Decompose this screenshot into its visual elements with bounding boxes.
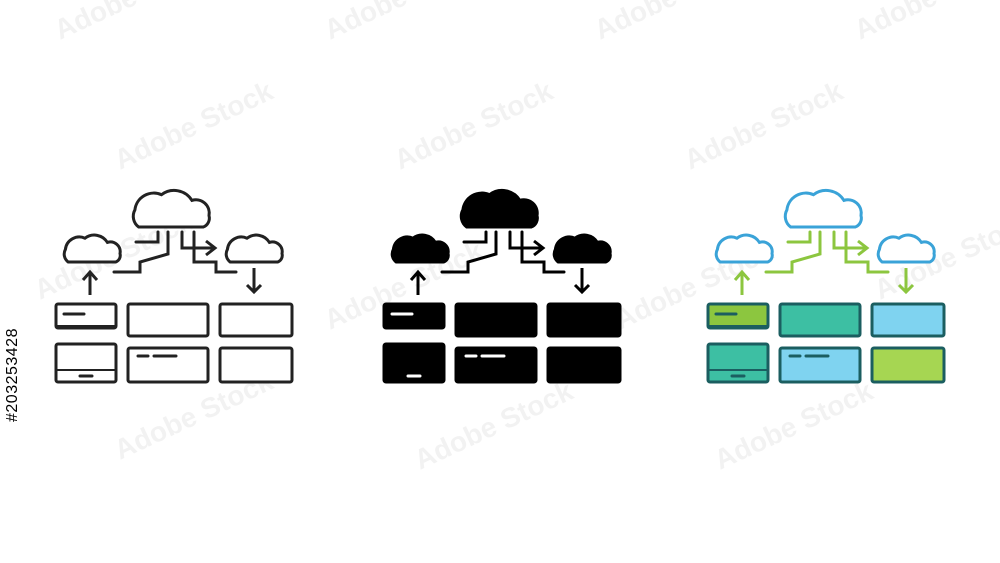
cloud-large-icon <box>459 188 539 229</box>
server-block <box>382 302 446 330</box>
cloud-left-icon <box>390 233 450 264</box>
watermark-text: Adobe Stock <box>389 75 558 176</box>
arrow-up-icon <box>733 269 751 295</box>
connector-line <box>844 230 890 274</box>
arrow-down-icon <box>245 268 263 295</box>
server-block <box>706 342 770 384</box>
arrow-up-icon <box>81 269 99 295</box>
watermark-text: Adobe Stock <box>109 75 278 176</box>
watermark-text: Adobe Stock <box>849 0 1000 45</box>
server-block <box>218 346 294 384</box>
cloud-large-icon <box>131 188 211 229</box>
cloud-left-icon <box>62 233 122 264</box>
server-block <box>126 346 210 384</box>
server-block <box>54 302 118 330</box>
server-block <box>870 302 946 338</box>
watermark-text: Adobe Stock <box>709 375 878 476</box>
server-block <box>546 346 622 384</box>
server-block <box>218 302 294 338</box>
server-block <box>546 302 622 338</box>
server-block <box>126 302 210 338</box>
connector-line <box>520 230 566 274</box>
cloud-network-icon-outline <box>54 188 294 384</box>
server-block <box>870 346 946 384</box>
connector-line <box>134 230 160 244</box>
server-block <box>454 346 538 384</box>
arrow-right-icon <box>533 239 546 257</box>
connector-line <box>462 230 488 244</box>
arrow-up-icon <box>409 269 427 295</box>
cloud-right-icon <box>224 233 284 264</box>
connector-line <box>508 230 544 250</box>
icon-set <box>54 188 946 384</box>
arrow-right-icon <box>857 239 870 257</box>
arrow-down-icon <box>897 268 915 295</box>
server-block <box>706 302 770 330</box>
arrow-right-icon <box>205 239 218 257</box>
server-block <box>54 342 118 384</box>
cloud-large-icon <box>783 188 863 229</box>
watermark-text: Adobe Stock <box>319 0 488 45</box>
connector-line <box>192 230 238 274</box>
connector-line <box>786 230 812 244</box>
cloud-right-icon <box>876 233 936 264</box>
cloud-network-icon-color <box>706 188 946 384</box>
watermark-text: Adobe Stock <box>679 75 848 176</box>
server-block <box>778 302 862 338</box>
connector-line <box>440 230 498 274</box>
cloud-left-icon <box>714 233 774 264</box>
cloud-right-icon <box>552 233 612 264</box>
connector-line <box>764 230 822 274</box>
watermark-text: Adobe Stock <box>589 0 758 45</box>
watermark-text: Adobe Stock <box>409 375 578 476</box>
connector-line <box>180 230 216 250</box>
cloud-network-icon-solid <box>382 188 622 384</box>
connector-line <box>112 230 170 274</box>
arrow-down-icon <box>573 268 591 295</box>
server-block <box>778 346 862 384</box>
watermark-text: Adobe Stock <box>49 0 218 45</box>
connector-line <box>832 230 868 250</box>
server-block <box>382 342 446 384</box>
server-block <box>454 302 538 338</box>
